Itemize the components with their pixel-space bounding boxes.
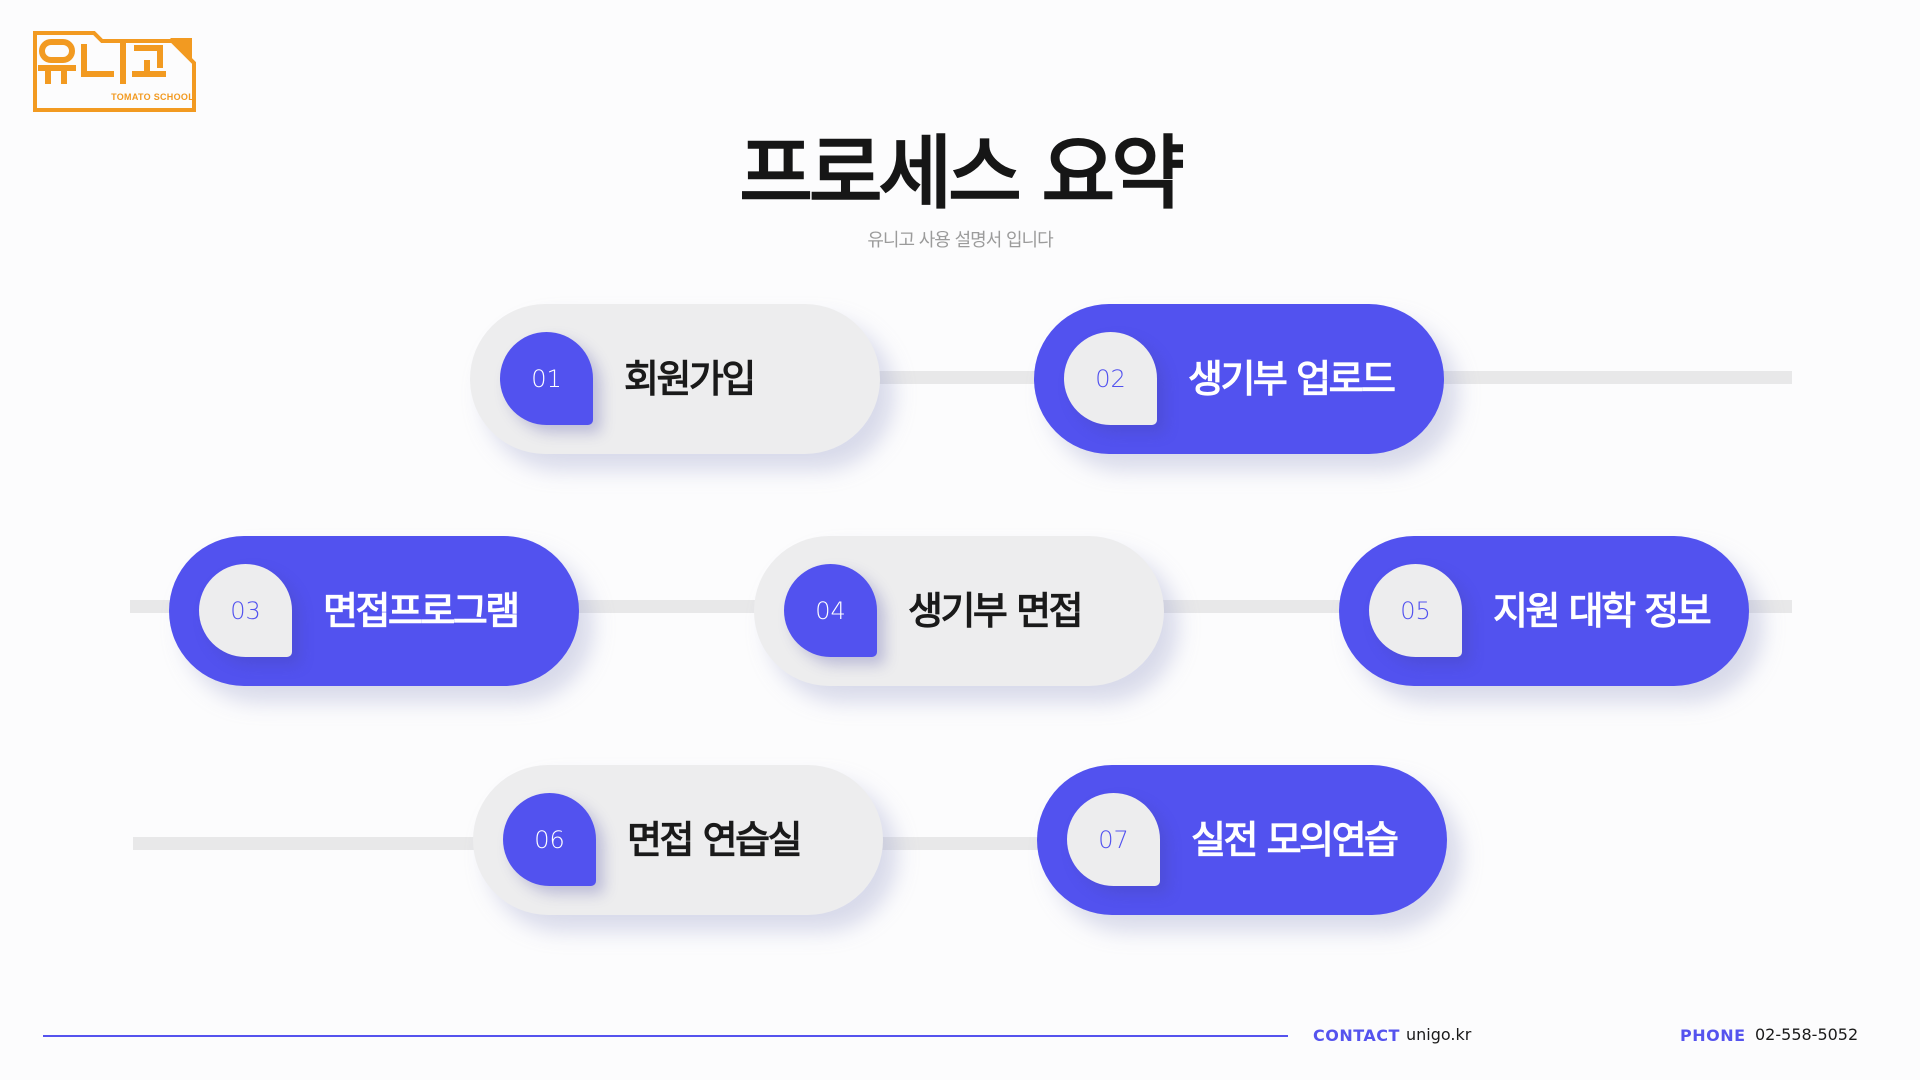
process-step-06[interactable]: 06 면접 연습실 bbox=[473, 765, 883, 915]
contact-link[interactable]: unigo.kr bbox=[1406, 1025, 1472, 1044]
step-number-badge: 03 bbox=[199, 564, 292, 657]
page-title: 프로세스 요약 bbox=[739, 127, 1184, 220]
step-number-badge: 06 bbox=[503, 793, 596, 886]
process-step-07[interactable]: 07 실전 모의연습 bbox=[1037, 765, 1447, 915]
process-step-03[interactable]: 03 면접프로그램 bbox=[169, 536, 579, 686]
step-number-badge: 02 bbox=[1064, 332, 1157, 425]
step-label: 실전 모의연습 bbox=[1191, 818, 1399, 862]
phone-label: PHONE bbox=[1680, 1026, 1746, 1045]
step-number-badge: 04 bbox=[784, 564, 877, 657]
step-label: 회원가입 bbox=[624, 357, 756, 401]
process-step-04[interactable]: 04 생기부 면접 bbox=[754, 536, 1164, 686]
process-step-01[interactable]: 01 회원가입 bbox=[470, 304, 880, 454]
footer-divider bbox=[43, 1035, 1288, 1037]
contact-label: CONTACT bbox=[1313, 1026, 1400, 1045]
phone-number: 02-558-5052 bbox=[1755, 1025, 1859, 1044]
process-step-02[interactable]: 02 생기부 업로드 bbox=[1034, 304, 1444, 454]
step-label: 생기부 업로드 bbox=[1188, 357, 1396, 401]
page-subtitle: 유니고 사용 설명서 입니다 bbox=[867, 230, 1053, 251]
step-label: 면접 연습실 bbox=[627, 818, 803, 862]
logo-frame-icon bbox=[33, 31, 196, 112]
step-number-badge: 01 bbox=[500, 332, 593, 425]
step-label: 지원 대학 정보 bbox=[1493, 589, 1712, 633]
process-step-05[interactable]: 05 지원 대학 정보 bbox=[1339, 536, 1749, 686]
logo: TOMATO SCHOOL bbox=[32, 30, 196, 114]
step-number-badge: 05 bbox=[1369, 564, 1462, 657]
step-label: 생기부 면접 bbox=[908, 589, 1084, 633]
step-label: 면접프로그램 bbox=[323, 589, 520, 633]
logo-subtext: TOMATO SCHOOL bbox=[111, 92, 194, 102]
step-number-badge: 07 bbox=[1067, 793, 1160, 886]
